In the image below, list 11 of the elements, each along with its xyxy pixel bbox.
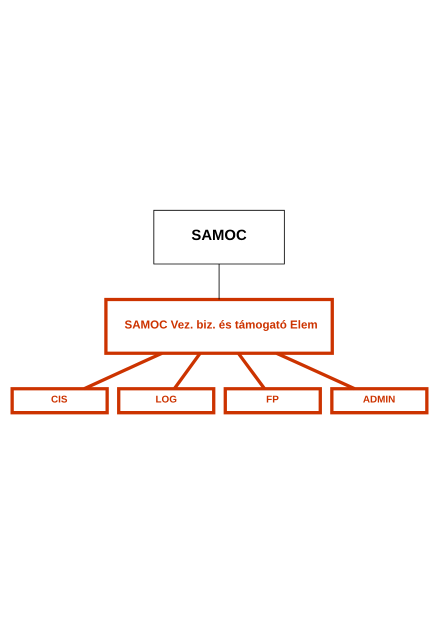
node-box: SAMOC: [153, 209, 285, 264]
connector: [237, 352, 266, 389]
node-box: ADMIN: [330, 386, 428, 414]
node-box: FP: [224, 386, 322, 414]
node-box: CIS: [10, 386, 109, 414]
connector: [276, 351, 356, 390]
node-box: LOG: [117, 386, 216, 414]
node-box: SAMOC Vez. biz. és támogató Elem: [104, 297, 334, 354]
connector: [218, 263, 220, 300]
connector: [173, 352, 202, 389]
connector: [83, 351, 163, 390]
